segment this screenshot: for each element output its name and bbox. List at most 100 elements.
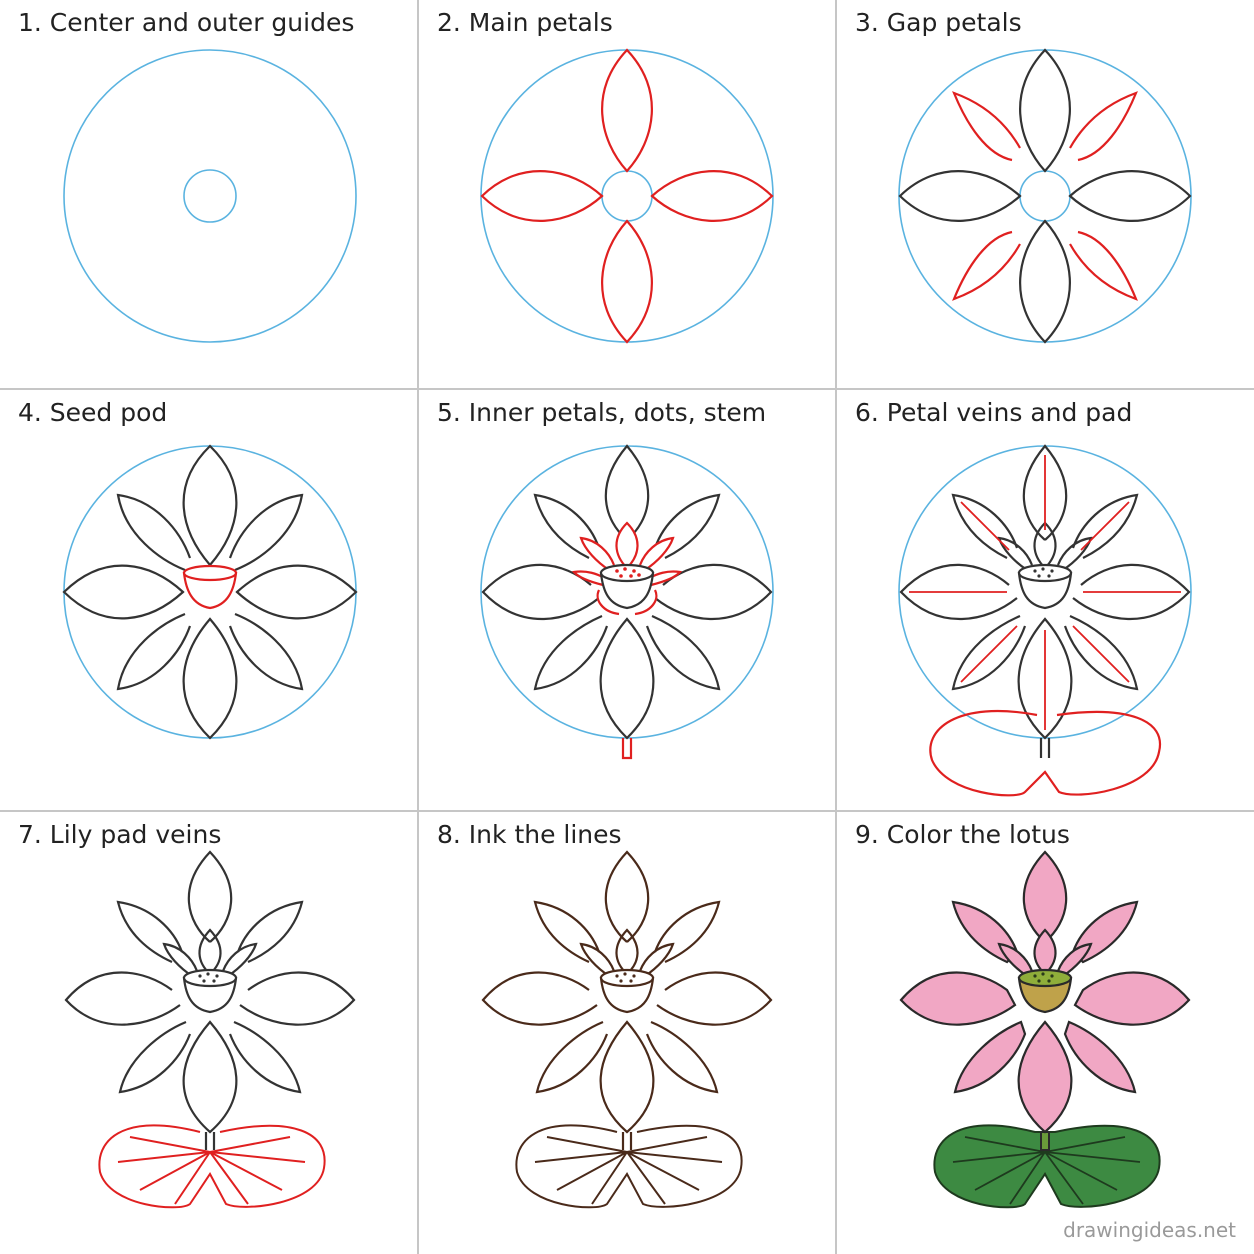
gap-petal-top-right (1071, 493, 1139, 559)
petal-bottom (1017, 1020, 1073, 1134)
inner-petal-left (997, 536, 1034, 571)
lily-pad-outline (98, 1124, 326, 1209)
grid-divider-horizontal (0, 810, 1254, 812)
seed-pod-body (1017, 976, 1073, 1014)
petal-right (1072, 563, 1191, 621)
inner-petal-left (579, 942, 616, 977)
inner-petal-left (997, 942, 1034, 978)
seed-dots (1033, 567, 1054, 578)
seed-pod (182, 968, 238, 1014)
petal-left (481, 971, 598, 1026)
seed-dot (1033, 974, 1037, 978)
seed-dot (615, 974, 619, 978)
seed-pod-body (182, 976, 238, 1014)
outer-guide-circle (63, 49, 357, 343)
inner-petal-top (1033, 928, 1057, 976)
gap-petal-bottom-right (645, 1020, 719, 1094)
petal-bottom (599, 617, 655, 740)
seed-dots (615, 567, 641, 578)
seed-dot (629, 979, 633, 983)
petal-left (899, 563, 1018, 621)
petal-bottom (1017, 617, 1073, 740)
seed-dot (1047, 574, 1051, 578)
gap-petal-bottom-right (1063, 614, 1139, 691)
petal-top (1022, 444, 1068, 541)
step-4-drawing (62, 444, 358, 740)
main-petals (480, 48, 774, 344)
step-9-title: 9. Color the lotus (855, 820, 1070, 849)
eight-petals (899, 444, 1191, 758)
petal-left (480, 170, 604, 222)
gap-petal-bottom-left (535, 1020, 609, 1094)
inner-petal-top (615, 928, 639, 976)
center-guide-circle (1019, 170, 1071, 222)
petal-bottom (1019, 219, 1071, 344)
step-6-panel: 6. Petal veins and pad (837, 390, 1254, 810)
seed-dot (1050, 974, 1054, 978)
vein (960, 501, 1010, 551)
seed-pod-body (599, 976, 655, 1014)
step-1-drawing (63, 49, 357, 343)
petal-left (481, 563, 600, 621)
grid-divider-vertical (835, 0, 837, 1254)
gap-petal-top-left (116, 900, 184, 964)
inner-petal-top (615, 521, 639, 570)
seed-dot (1041, 567, 1045, 571)
lily-pad-veins (117, 1136, 306, 1205)
inner-petal-side-left (596, 589, 620, 616)
gap-petal-top-left (116, 493, 192, 572)
seed-dot (215, 974, 219, 978)
inner-petal-top (198, 928, 222, 976)
lily-pad (515, 1124, 743, 1209)
step-6-title: 6. Petal veins and pad (855, 398, 1133, 427)
gap-petal-top-left (952, 91, 1021, 162)
petal-top (604, 850, 650, 943)
vein (1080, 501, 1130, 551)
lily-pad-veins (952, 1136, 1141, 1205)
seed-dot (202, 979, 206, 983)
seed-pod-colored (1017, 968, 1073, 1014)
lotus-colored (899, 850, 1191, 1134)
seed-dot (198, 974, 202, 978)
step-3-drawing (898, 48, 1192, 344)
petal-top (601, 48, 653, 173)
vein (960, 625, 1018, 683)
gap-petal-bottom-left (953, 1020, 1027, 1094)
petal-bottom (182, 1020, 238, 1134)
lily-pad-outline (933, 1124, 1161, 1209)
center-guide-circle (601, 170, 653, 222)
step-3-panel: 3. Gap petals (837, 0, 1254, 388)
lily-pad-colored (933, 1124, 1161, 1209)
inner-petal-right (638, 536, 675, 571)
seed-pod-top (599, 968, 655, 988)
petal-left (899, 971, 1017, 1026)
step-8-drawing (481, 850, 773, 1209)
seed-dots (1033, 972, 1054, 983)
petal-left (898, 170, 1022, 222)
seed-dot (1050, 569, 1054, 573)
grid-divider-horizontal (0, 388, 1254, 390)
gap-petal-top-right (653, 900, 721, 964)
seed-pod-top (1017, 968, 1073, 988)
seed-dot (623, 972, 627, 976)
step-3-title: 3. Gap petals (855, 8, 1022, 37)
gap-petal-bottom-right (228, 1020, 302, 1094)
step-7-drawing (64, 850, 356, 1209)
step-9-drawing (899, 850, 1191, 1209)
petal-right (656, 971, 773, 1026)
seed-dot (615, 569, 619, 573)
gap-petal-top-right (236, 900, 304, 964)
gap-petal-bottom-left (116, 612, 192, 691)
eight-petals (481, 444, 773, 740)
petal-right (650, 170, 774, 222)
inner-petal-right (1056, 536, 1093, 571)
inner-petal-low-left (571, 570, 606, 587)
petal-right (239, 971, 356, 1026)
seed-pod-top (182, 564, 238, 582)
petal-left (62, 564, 185, 620)
seed-dot (206, 972, 210, 976)
step-9-panel: 9. Color the lotus (837, 812, 1254, 1254)
gap-petal-bottom-right (1063, 1020, 1137, 1094)
seed-pod (1017, 563, 1073, 610)
seed-dots (615, 972, 636, 983)
